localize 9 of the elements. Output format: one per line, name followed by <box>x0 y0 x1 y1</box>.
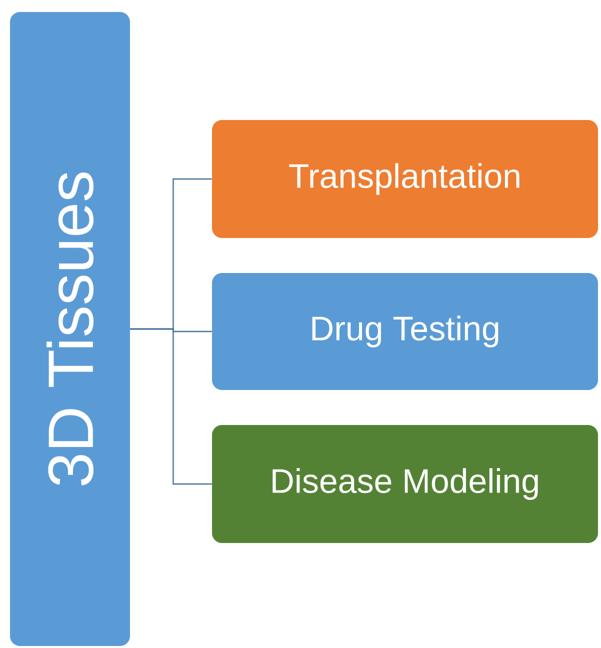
node-label: 3D Tissues <box>46 172 94 486</box>
node-label: Transplantation <box>289 163 520 195</box>
category-box <box>212 120 598 238</box>
connector-line <box>130 328 212 485</box>
category-box <box>212 273 598 390</box>
category-bar <box>10 12 130 646</box>
node-label: Disease Modeling <box>272 468 538 500</box>
node-label: Drug Testing <box>312 316 498 348</box>
category-box <box>212 425 598 543</box>
